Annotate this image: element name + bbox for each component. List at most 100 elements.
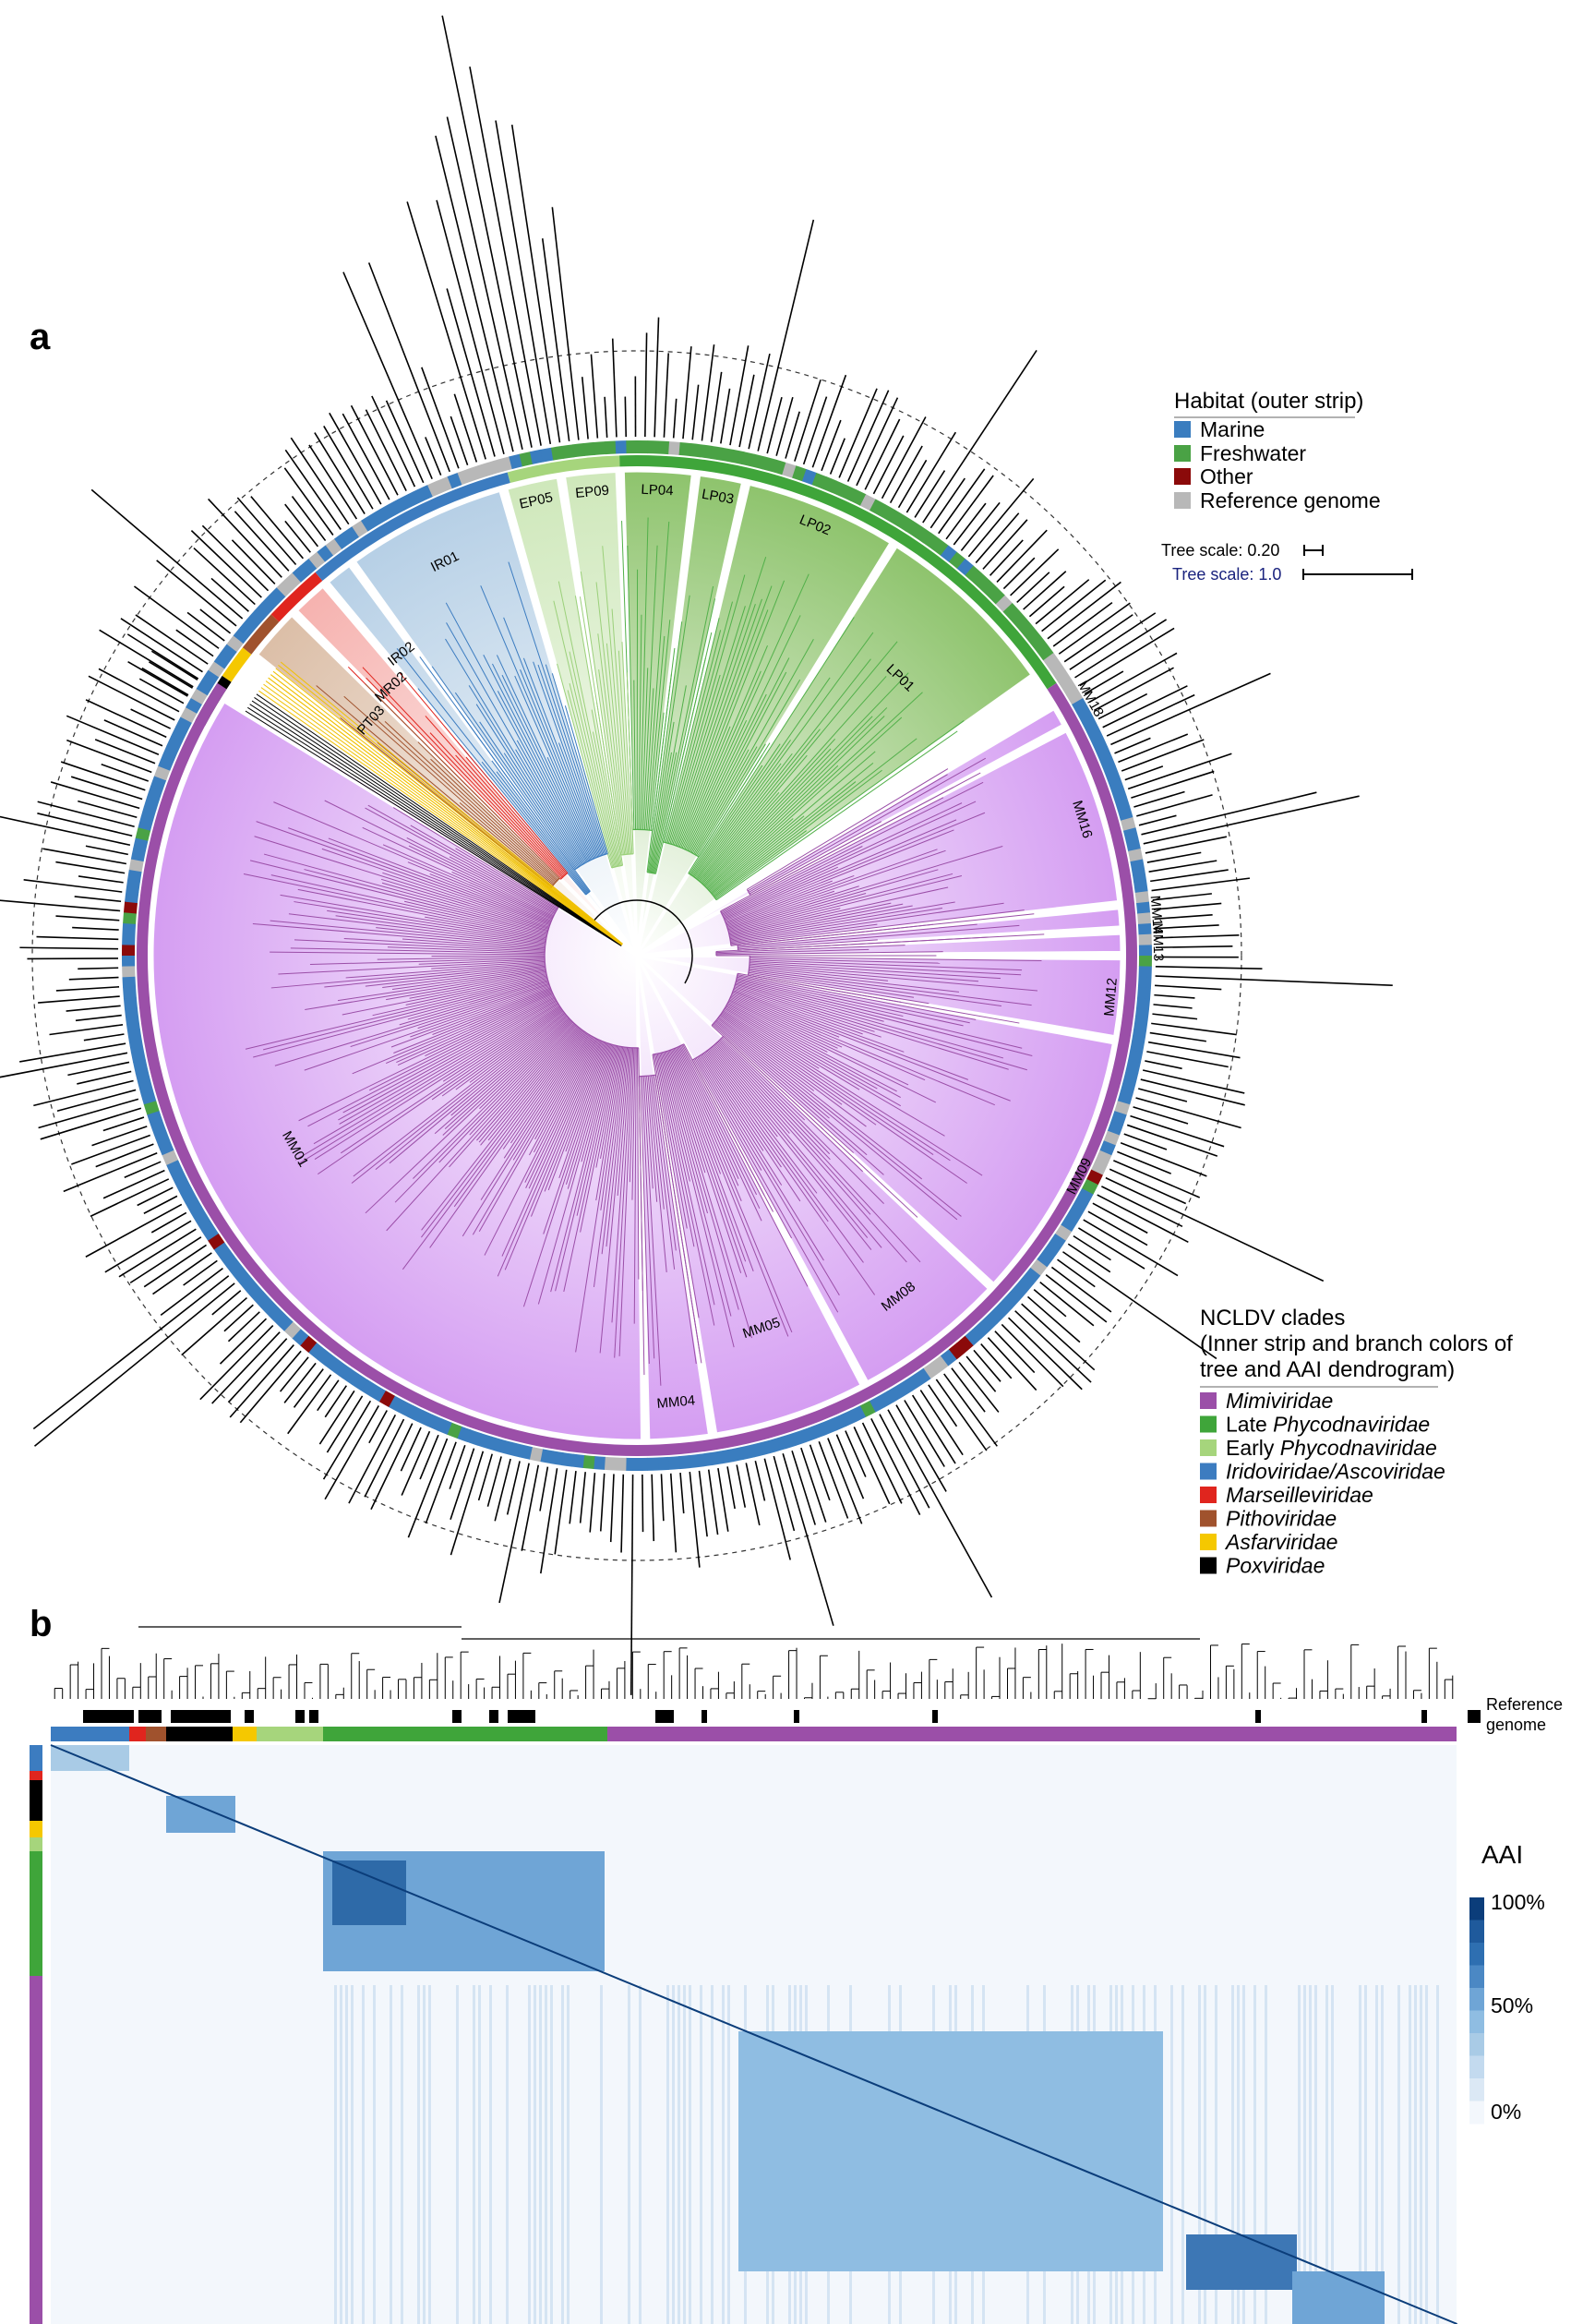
genome-bar xyxy=(919,1390,964,1456)
genome-bar xyxy=(960,501,1001,551)
genome-bar xyxy=(446,116,523,451)
branch xyxy=(478,1025,578,1143)
genome-bar xyxy=(1155,984,1222,991)
genome-bar xyxy=(1052,601,1113,647)
outer-strip-cell xyxy=(529,1447,544,1463)
outer-strip-cell xyxy=(988,587,1006,605)
branch xyxy=(690,765,763,875)
outer-strip-cell xyxy=(905,520,923,538)
heatmap-stripe xyxy=(1331,1985,1334,2324)
heatmap-stripe xyxy=(678,1985,680,2324)
heatmap-stripe xyxy=(672,1985,675,2324)
branch xyxy=(567,690,615,868)
outer-strip-cell xyxy=(147,1110,163,1126)
genome-bar xyxy=(99,629,194,688)
branch xyxy=(618,1047,634,1356)
branch xyxy=(731,993,840,1038)
branch xyxy=(256,693,622,946)
outer-strip-cell xyxy=(519,452,534,467)
outer-strip-cell xyxy=(246,1283,264,1301)
outer-strip-cell xyxy=(128,1039,144,1053)
branch xyxy=(713,781,857,896)
branch xyxy=(737,978,904,1018)
branch xyxy=(385,991,553,1065)
genome-bar xyxy=(137,1186,174,1207)
genome-bar xyxy=(1127,753,1232,790)
outer-strip-cell xyxy=(158,1139,174,1156)
heatmap-stripe xyxy=(351,1985,354,2324)
genome-bar xyxy=(49,1024,124,1036)
branch xyxy=(709,1048,778,1138)
genome-bar xyxy=(291,496,327,542)
genome-bar xyxy=(95,1143,154,1168)
branch xyxy=(391,968,546,990)
branch xyxy=(698,1055,824,1261)
outer-strip-cell xyxy=(593,1456,606,1470)
branch xyxy=(654,1054,688,1229)
outer-strip-cell xyxy=(604,1456,617,1471)
outer-strip-cell xyxy=(1110,1111,1127,1126)
genome-bar xyxy=(219,1318,268,1365)
outer-strip-cell xyxy=(571,1453,585,1468)
outer-strip-cell xyxy=(995,595,1013,612)
outer-strip-cell xyxy=(923,532,941,550)
aai-dendrogram xyxy=(54,1626,1454,1700)
reference-genome-label-1: Reference xyxy=(1486,1695,1563,1714)
branch xyxy=(618,650,631,854)
heatmap-stripe xyxy=(1231,1985,1234,2324)
branch xyxy=(399,672,569,873)
heatmap-block xyxy=(969,2031,1163,2271)
outer-strip-cell xyxy=(887,1385,905,1403)
branch xyxy=(522,657,600,857)
genome-bar xyxy=(1033,1289,1067,1318)
branch xyxy=(674,1048,793,1333)
genome-bar xyxy=(701,344,715,441)
branch xyxy=(697,1056,840,1296)
outer-strip-cell xyxy=(1135,997,1151,1010)
heatmap-stripe xyxy=(539,1985,542,2324)
branch xyxy=(716,1042,921,1263)
outer-strip-cell xyxy=(508,1441,522,1458)
branch xyxy=(417,688,587,895)
heatmap-stripe xyxy=(1204,1985,1206,2324)
outer-strip-cell xyxy=(317,545,334,562)
aai-tick-0: 0% xyxy=(1491,2100,1521,2124)
branch xyxy=(520,669,598,858)
habitat-swatch-marine xyxy=(1174,421,1191,438)
genome-bar xyxy=(720,388,731,444)
genome-bar xyxy=(495,120,552,445)
outer-strip-cell xyxy=(781,1433,797,1450)
outer-strip-cell xyxy=(122,955,136,967)
branch xyxy=(722,1011,951,1162)
outer-strip-cell xyxy=(360,1379,378,1397)
branch xyxy=(728,908,841,935)
genome-bar xyxy=(973,1349,1001,1382)
ref-genome-mark xyxy=(245,1710,254,1723)
genome-bar xyxy=(350,404,399,496)
outer-strip-cell xyxy=(582,441,595,456)
genome-bar xyxy=(368,1410,388,1444)
outer-strip-cell xyxy=(1138,945,1152,957)
branch xyxy=(654,598,716,874)
branch xyxy=(665,1051,753,1339)
branch xyxy=(660,1053,735,1348)
outer-strip-cell xyxy=(615,1457,627,1471)
genome-bar xyxy=(590,354,599,439)
branch xyxy=(725,829,954,921)
genome-bar xyxy=(1138,814,1177,826)
outer-strip-cell xyxy=(133,837,149,851)
outer-strip-cell xyxy=(1130,1039,1145,1054)
branch xyxy=(402,938,546,950)
genome-bar xyxy=(94,739,156,765)
branch xyxy=(418,958,546,965)
clade-legend-title-3: tree and AAI dendrogram) xyxy=(1200,1357,1455,1382)
heatmap-stripe xyxy=(1242,1985,1245,2324)
clade-label-mm04: MM04 xyxy=(656,1392,696,1412)
branch xyxy=(649,1076,665,1210)
genome-bar xyxy=(120,618,203,673)
branch xyxy=(648,595,690,873)
genome-bar xyxy=(37,801,135,828)
heatmap-stripe xyxy=(1375,1985,1378,2324)
colorbar-cell xyxy=(1469,2010,1484,2034)
branch xyxy=(722,802,963,916)
